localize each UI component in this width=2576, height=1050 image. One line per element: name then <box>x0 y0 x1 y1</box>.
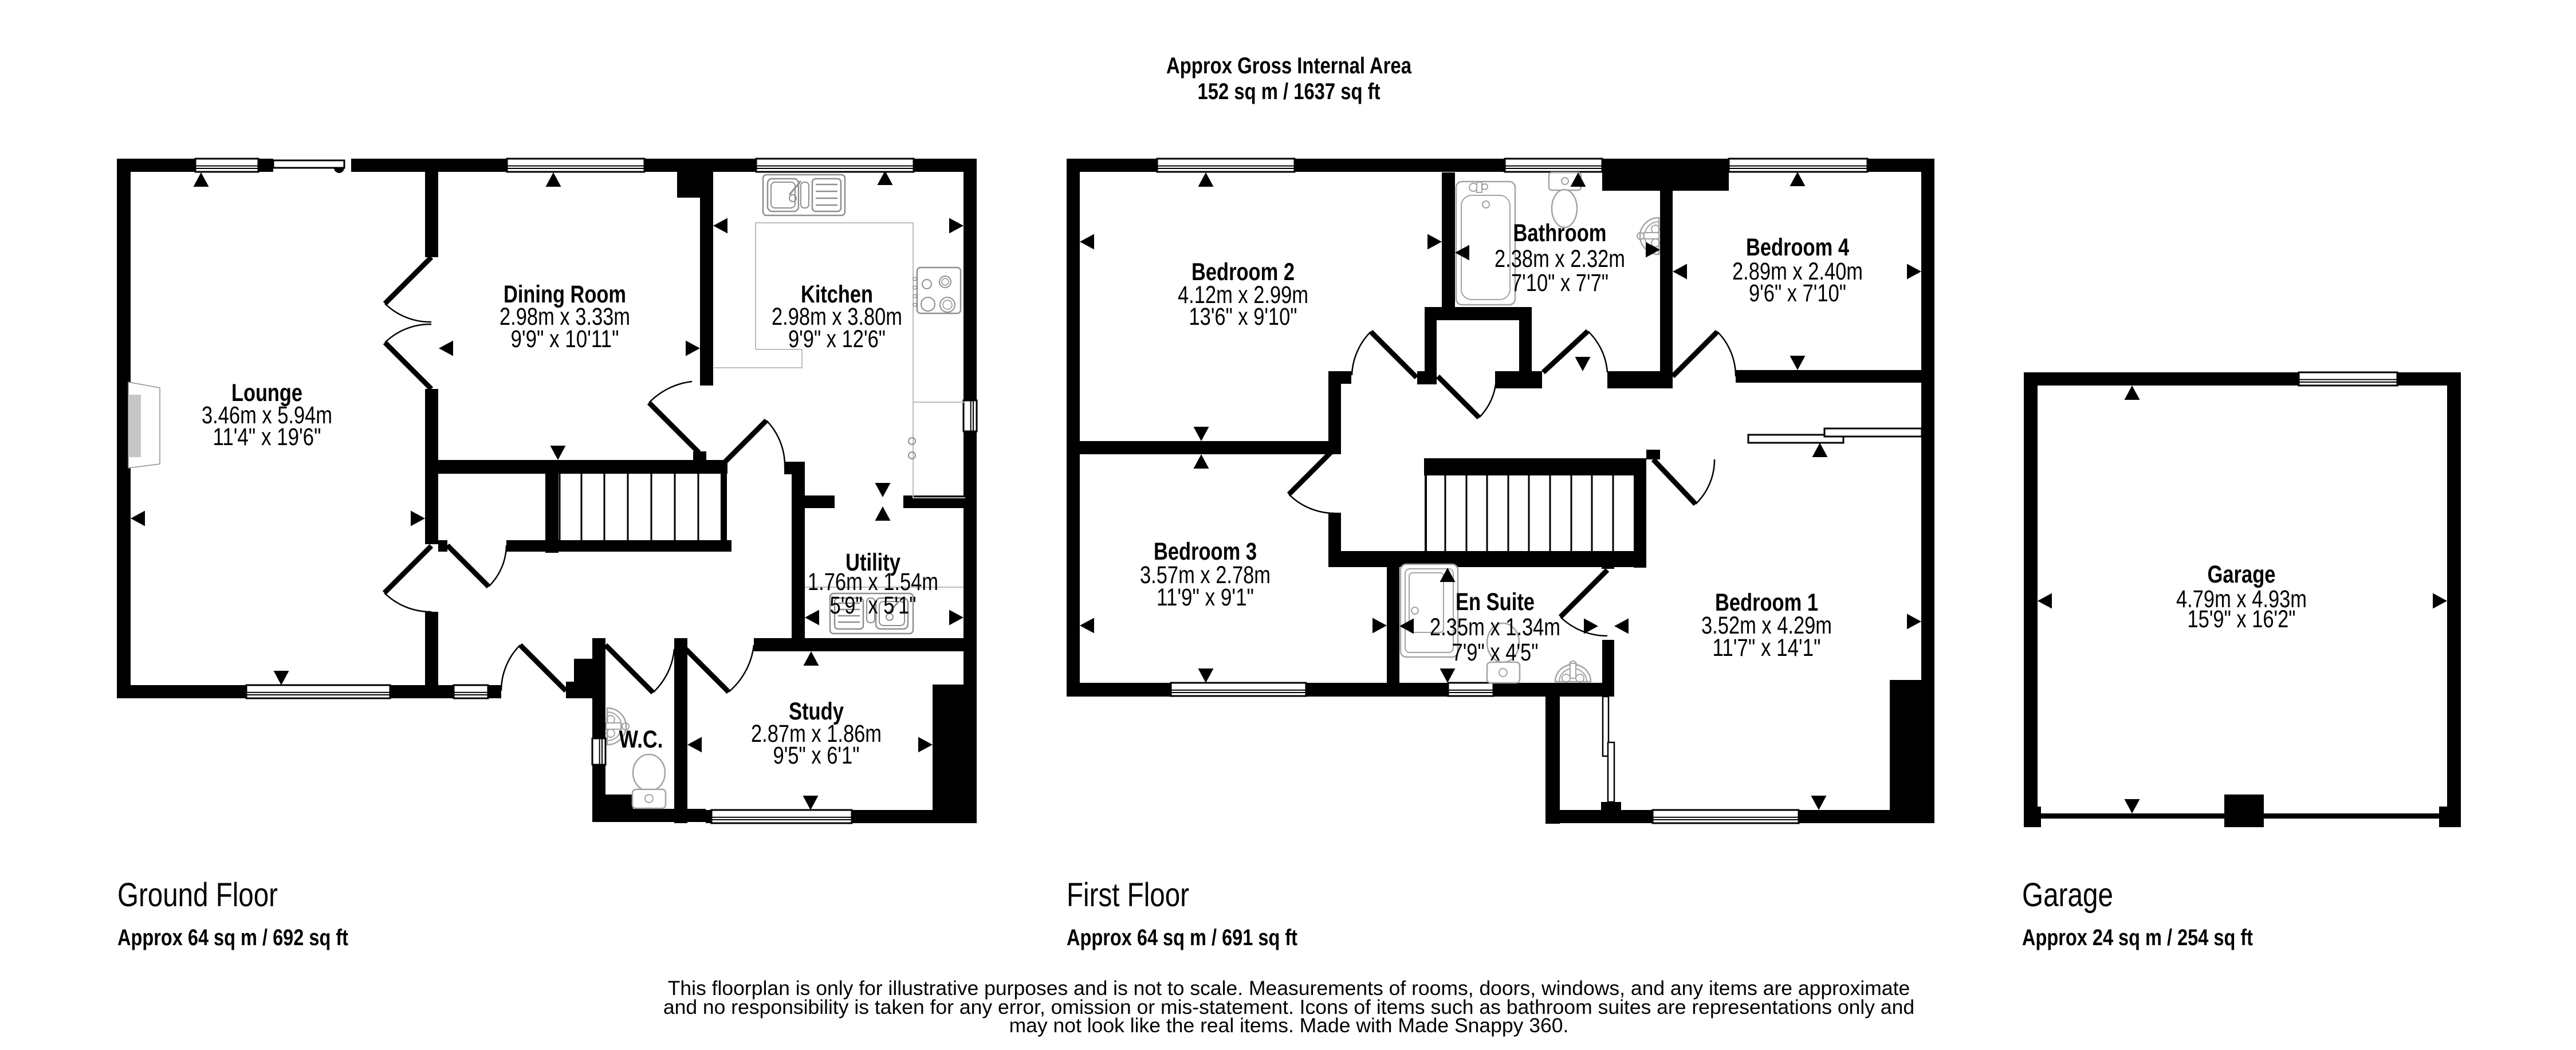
svg-text:Lounge: Lounge <box>231 379 302 407</box>
svg-text:3.57m x 2.78m: 3.57m x 2.78m <box>1140 561 1271 589</box>
svg-text:5'9" x 5'1": 5'9" x 5'1" <box>830 592 917 619</box>
svg-text:Bathroom: Bathroom <box>1513 219 1607 247</box>
svg-text:9'6" x 7'10": 9'6" x 7'10" <box>1749 280 1846 307</box>
svg-text:Ground Floor: Ground Floor <box>117 876 278 914</box>
svg-text:Utility: Utility <box>845 549 900 576</box>
svg-text:Bedroom 2: Bedroom 2 <box>1191 258 1295 286</box>
svg-text:Approx Gross Internal Area: Approx Gross Internal Area <box>1166 53 1412 78</box>
svg-text:En Suite: En Suite <box>1456 588 1535 616</box>
svg-text:152 sq m / 1637 sq ft: 152 sq m / 1637 sq ft <box>1198 79 1381 104</box>
svg-text:1.76m x 1.54m: 1.76m x 1.54m <box>808 568 938 596</box>
svg-text:and no responsibility is taken: and no responsibility is taken for any e… <box>663 996 1914 1018</box>
svg-text:11'4" x 19'6": 11'4" x 19'6" <box>213 423 321 451</box>
svg-text:W.C.: W.C. <box>619 726 663 753</box>
svg-text:4.12m x 2.99m: 4.12m x 2.99m <box>1178 281 1308 309</box>
svg-text:11'7" x 14'1": 11'7" x 14'1" <box>1713 634 1821 662</box>
svg-text:2.38m x 2.32m: 2.38m x 2.32m <box>1495 245 1625 273</box>
svg-text:Approx 24 sq m / 254 sq ft: Approx 24 sq m / 254 sq ft <box>2022 925 2253 950</box>
svg-text:Bedroom 1: Bedroom 1 <box>1715 589 1818 616</box>
svg-text:9'9" x 12'6": 9'9" x 12'6" <box>788 325 886 353</box>
svg-text:2.98m x 3.33m: 2.98m x 3.33m <box>500 303 630 331</box>
svg-text:7'9" x 4'5": 7'9" x 4'5" <box>1452 639 1539 666</box>
svg-text:11'9" x 9'1": 11'9" x 9'1" <box>1157 584 1254 611</box>
svg-text:2.89m x 2.40m: 2.89m x 2.40m <box>1732 258 1863 285</box>
svg-text:Bedroom 3: Bedroom 3 <box>1154 538 1257 565</box>
svg-text:9'9" x 10'11": 9'9" x 10'11" <box>511 325 619 353</box>
svg-text:Study: Study <box>789 698 844 725</box>
svg-text:First Floor: First Floor <box>1067 876 1189 914</box>
svg-text:This floorplan is only for ill: This floorplan is only for illustrative … <box>668 977 1910 1000</box>
svg-text:Approx 64 sq m / 692 sq ft: Approx 64 sq m / 692 sq ft <box>117 925 348 950</box>
svg-text:7'10" x 7'7": 7'10" x 7'7" <box>1511 269 1608 297</box>
svg-text:Approx 64 sq m / 691 sq ft: Approx 64 sq m / 691 sq ft <box>1067 925 1297 950</box>
svg-text:Dining Room: Dining Room <box>504 281 626 308</box>
svg-text:may not look like the real ite: may not look like the real items. Made w… <box>1009 1014 1569 1037</box>
svg-text:13'6" x 9'10": 13'6" x 9'10" <box>1189 303 1297 331</box>
svg-text:Garage: Garage <box>2022 876 2113 914</box>
svg-text:15'9" x 16'2": 15'9" x 16'2" <box>2188 605 2296 633</box>
svg-text:4.79m x 4.93m: 4.79m x 4.93m <box>2176 585 2307 613</box>
svg-text:Garage: Garage <box>2208 561 2276 588</box>
svg-text:2.87m x 1.86m: 2.87m x 1.86m <box>751 720 882 748</box>
svg-text:9'5" x 6'1": 9'5" x 6'1" <box>773 742 860 769</box>
svg-text:3.46m x 5.94m: 3.46m x 5.94m <box>202 402 332 429</box>
svg-text:Kitchen: Kitchen <box>801 281 873 308</box>
svg-text:2.98m x 3.80m: 2.98m x 3.80m <box>772 303 902 331</box>
svg-text:Bedroom 4: Bedroom 4 <box>1746 234 1849 261</box>
svg-text:2.35m x 1.34m: 2.35m x 1.34m <box>1430 614 1560 641</box>
svg-text:3.52m x 4.29m: 3.52m x 4.29m <box>1701 612 1832 639</box>
